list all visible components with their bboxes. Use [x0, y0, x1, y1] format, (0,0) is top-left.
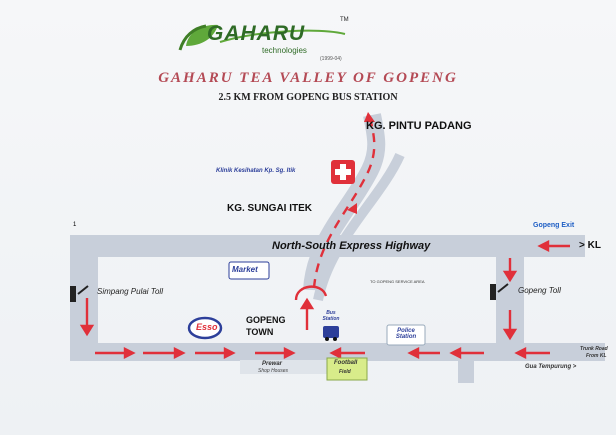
toll-icon-left	[70, 285, 89, 302]
label-trunk-road: Trunk Road	[580, 346, 608, 352]
label-to-gua-tempurung: Gua Tempurung >	[525, 364, 577, 370]
football-field-box	[326, 357, 368, 381]
roads	[70, 235, 605, 383]
label-field: Field	[339, 369, 351, 375]
left-connector-road	[70, 256, 98, 361]
label-shop-houses: Shop Houses	[258, 368, 289, 374]
label-football: Football	[334, 360, 358, 366]
label-gopeng-toll: Gopeng Toll	[518, 286, 561, 295]
label-to-kl: > KL	[579, 240, 601, 251]
route-arrows	[79, 240, 570, 359]
label-from-kl: From KL	[586, 353, 607, 359]
toll-icon-right	[490, 283, 509, 300]
label-kg-sungai-itek: KG. SUNGAI ITEK	[227, 203, 313, 214]
map-title: GAHARU TEA VALLEY OF GOPENG	[158, 70, 458, 86]
label-to-gopeng-service: TO GOPENG SERVICE AREA	[370, 279, 425, 284]
label-gopeng-exit: Gopeng Exit	[533, 222, 575, 229]
label-klinik: Klinik Kesihatan Kp. Sg. Itik	[216, 168, 296, 174]
label-esso: Esso	[196, 322, 218, 332]
roundabout	[294, 285, 328, 301]
village-route	[312, 117, 376, 289]
market-box	[228, 261, 270, 280]
village-route-arrowhead	[364, 112, 375, 122]
logo-leaf-icon	[178, 24, 218, 51]
brand-small: (1999-04)	[320, 56, 342, 62]
clinic-icon	[331, 160, 355, 184]
bottom-branch-road	[458, 357, 474, 383]
label-market: Market	[232, 265, 258, 274]
map-subtitle: 2.5 KM FROM GOPENG BUS STATION	[218, 92, 398, 103]
brand-tagline: technologies	[262, 46, 307, 55]
esso-logo	[187, 316, 223, 340]
label-gopeng-town: GOPENG TOWN	[246, 315, 286, 337]
police-box	[386, 324, 426, 346]
logo-swoosh	[219, 29, 346, 43]
label-highway: North-South Express Highway	[272, 240, 431, 252]
village-road-branch	[313, 152, 405, 302]
label-simpang-pulai-toll: Simpang Pulai Toll	[97, 287, 163, 296]
label-police-station: Police Station	[395, 328, 417, 340]
label-marker-one: 1	[73, 222, 77, 228]
bus-icon	[323, 326, 339, 341]
village-route-arrow-mid	[347, 203, 357, 214]
label-bus-station: Bus Station	[322, 310, 340, 322]
label-kg-pintu-padang: KG. PINTU PADANG	[366, 120, 472, 132]
brand-name: GAHARU	[207, 22, 306, 45]
label-prewar: Prewar	[262, 361, 283, 367]
brand-tm: TM	[340, 17, 349, 23]
shop-road	[240, 360, 350, 374]
